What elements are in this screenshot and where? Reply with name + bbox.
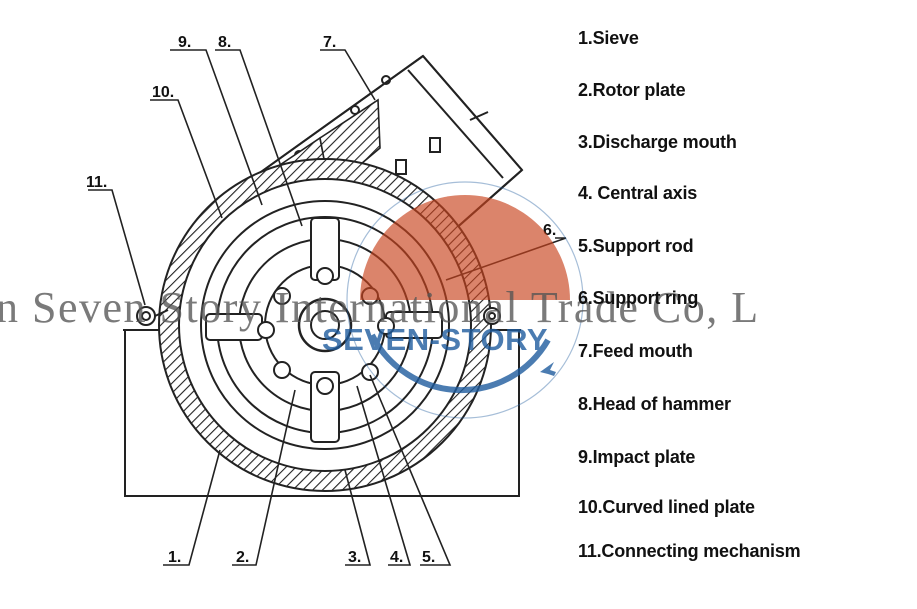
connecting-mechanism <box>136 306 501 326</box>
callout-5: 5. <box>422 549 435 566</box>
leader-lines <box>88 49 567 566</box>
legend-discharge-mouth: 3.Discharge mouth <box>578 132 737 152</box>
callout-11: 11. <box>86 174 107 191</box>
legend-support-rod: 5.Support rod <box>578 236 694 256</box>
callout-4: 4. <box>390 549 403 566</box>
logo-brand: SEVEN-STORY <box>322 322 548 357</box>
callout-labels: 9. 8. 7. 10. 11. 6. 1. 2. 3. 4. 5. <box>86 34 556 566</box>
legend-head-of-hammer: 8.Head of hammer <box>578 394 731 414</box>
legend-rotor-plate: 2.Rotor plate <box>578 80 686 100</box>
legend-impact-plate: 9.Impact plate <box>578 447 696 467</box>
legend-feed-mouth: 7.Feed mouth <box>578 341 693 361</box>
watermark-logo: SEVEN-STORY <box>322 181 584 419</box>
legend-curved-lined-plate: 10.Curved lined plate <box>578 497 755 517</box>
legend-connecting-mechanism: 11.Connecting mechanism <box>578 541 801 561</box>
legend-sieve: 1.Sieve <box>578 28 639 48</box>
legend-support-ring: 6.Support ring <box>578 288 699 308</box>
callout-8: 8. <box>218 34 231 51</box>
callout-3: 3. <box>348 549 361 566</box>
callout-10: 10. <box>152 84 174 101</box>
legend-central-axis: 4. Central axis <box>578 183 698 203</box>
callout-2: 2. <box>236 549 249 566</box>
callout-1: 1. <box>168 549 181 566</box>
callout-9: 9. <box>178 34 191 51</box>
callout-7: 7. <box>323 34 336 51</box>
hammer-heads <box>205 217 443 443</box>
